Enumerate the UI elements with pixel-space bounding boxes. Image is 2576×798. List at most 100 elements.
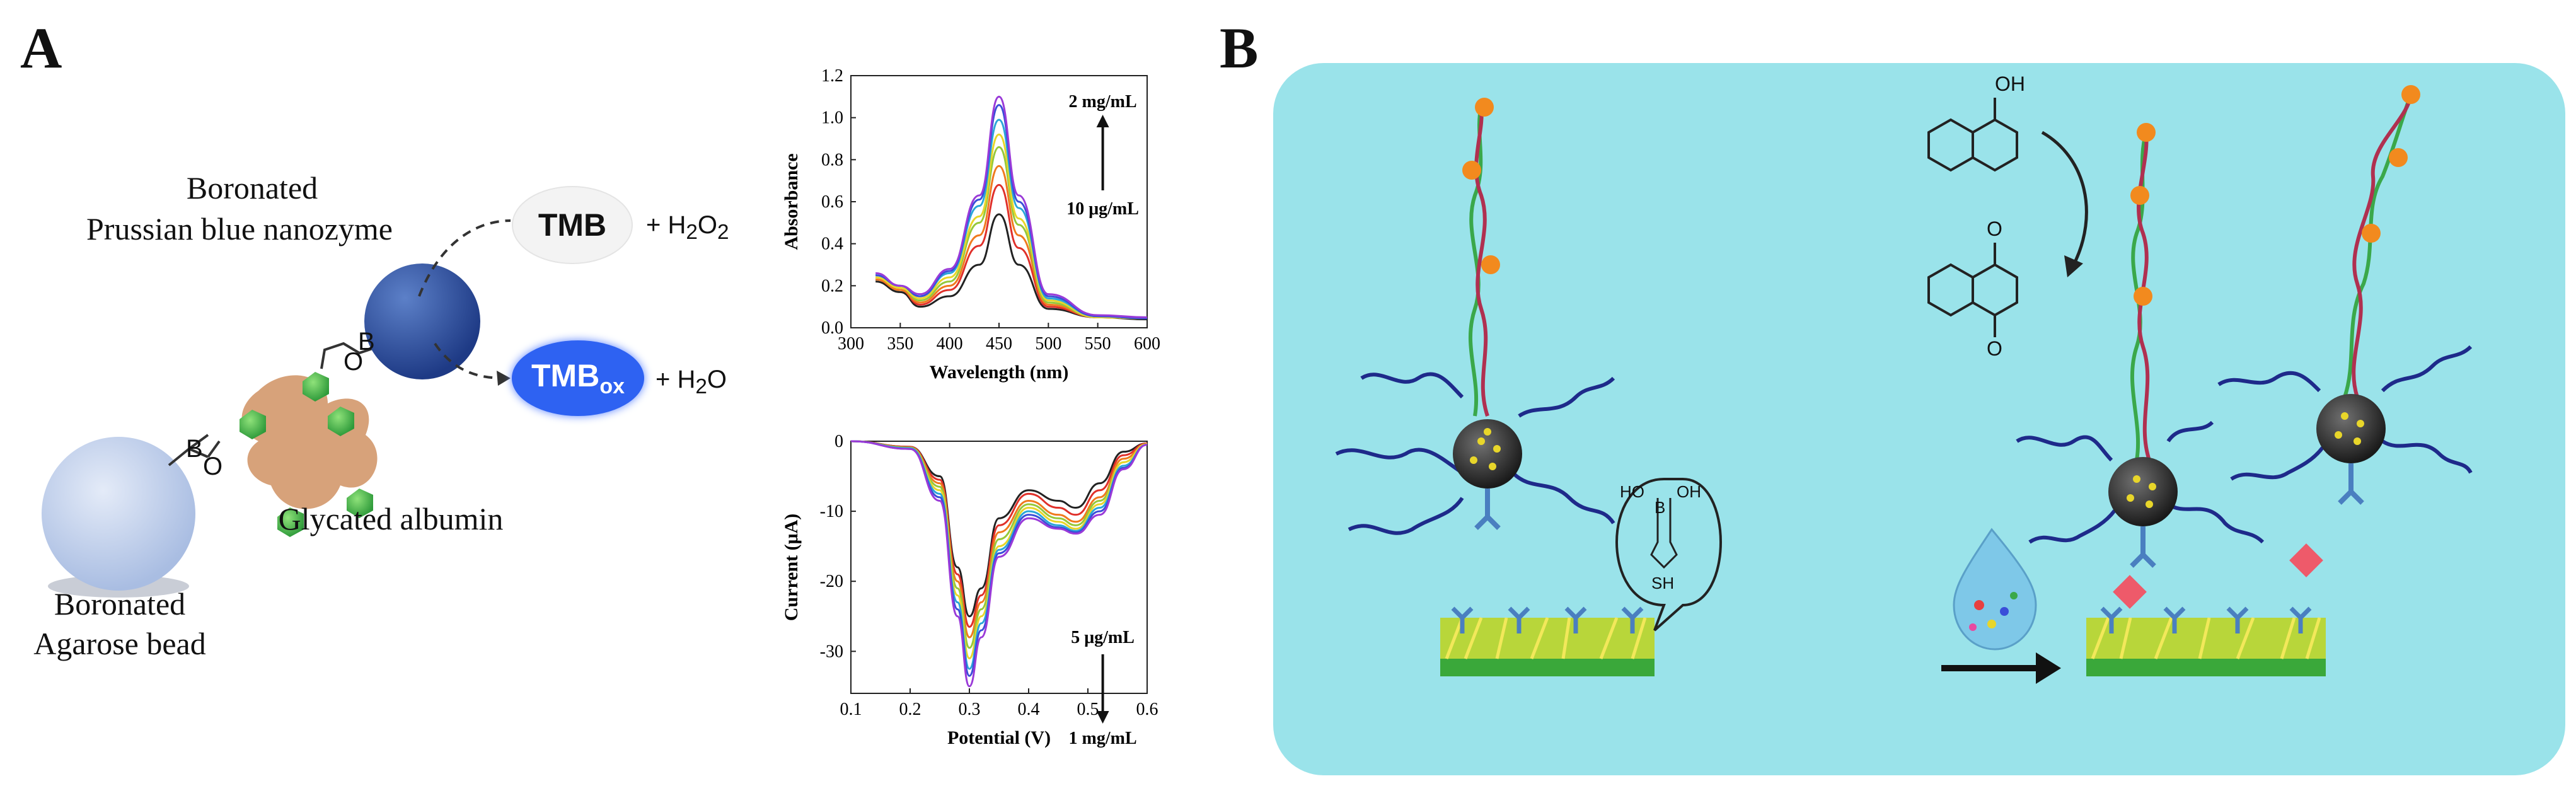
panel-b-background (1273, 63, 2565, 775)
y-tick-label: 1.2 (821, 66, 843, 86)
x-tick-label: 0.3 (959, 700, 981, 719)
arrow-down-icon (1096, 711, 1109, 724)
panel-label-b: B (1220, 16, 1259, 80)
probe-right-a (2016, 123, 2265, 568)
x-tick-label: 350 (887, 334, 913, 354)
tmb-ox-oval: TMBox (512, 340, 644, 416)
boronate-b: B (186, 435, 203, 463)
y-tick-label: 0.6 (821, 192, 843, 212)
series-line (875, 95, 1148, 318)
x-axis-label: Potential (V) (947, 727, 1051, 748)
sample-droplet (1953, 528, 2037, 651)
x-tick-label: 0.2 (899, 700, 921, 719)
y-tick-label: -10 (820, 502, 843, 521)
linker-sh: SH (1651, 574, 1675, 593)
tmb-oval: TMB (512, 186, 633, 264)
x-tick-label: 450 (986, 334, 1012, 354)
y-tick-label: 0 (835, 432, 843, 451)
x-axis-label: Wavelength (nm) (930, 362, 1069, 383)
linker-structure (1650, 498, 1678, 569)
h2o-label: + H2O (656, 366, 727, 398)
annotation-top: 5 μg/mL (1071, 628, 1135, 647)
probe-right-b (2217, 85, 2473, 505)
electrode-right (2086, 617, 2326, 676)
linker-ho: HO (1620, 482, 1644, 501)
bead-label-line1: Boronated (54, 586, 186, 622)
x-tick-label: 550 (1085, 334, 1111, 354)
series-line (875, 183, 1148, 320)
y-tick-label: 0.8 (821, 150, 843, 170)
annotation-top: 2 mg/mL (1069, 92, 1137, 112)
naphthol-structure (1927, 98, 2018, 172)
y-tick-label: 0.4 (821, 234, 843, 254)
glycan-site (303, 372, 329, 402)
x-tick-label: 600 (1134, 334, 1160, 354)
arrow-up-icon (1096, 115, 1109, 127)
panel-a-schematic (42, 219, 511, 598)
oh-label: OH (1995, 72, 2025, 95)
agarose-bead (42, 437, 195, 591)
arrowhead-icon (497, 371, 511, 386)
x-tick-label: 500 (1035, 334, 1061, 354)
h2o2-label: + H2O2 (646, 211, 729, 244)
nanozyme-label-line1: Boronated (186, 170, 318, 205)
y-axis-label: Absorbance (781, 153, 802, 250)
glycan-site (328, 407, 354, 436)
electrode-left-antibodies (1451, 606, 1644, 633)
annotation-bottom: 10 μg/mL (1066, 199, 1139, 219)
y-axis-label: Current (μA) (781, 514, 802, 622)
naphthoquinone-structure (1927, 243, 2018, 337)
x-tick-label: 0.4 (1018, 700, 1040, 719)
linker-b: B (1655, 498, 1666, 517)
linker-oh: OH (1677, 482, 1701, 501)
series-line (850, 440, 1148, 649)
y-tick-label: 1.0 (821, 108, 843, 128)
boronate-o-top: O (344, 348, 364, 376)
series-line (850, 440, 1148, 688)
series-line (850, 440, 1148, 618)
x-tick-label: 0.5 (1077, 700, 1099, 719)
y-tick-label: 0.0 (821, 318, 843, 338)
tmb-ox-label: TMBox (531, 358, 625, 398)
panel-b-diagram (1273, 63, 2565, 775)
boronate-o: O (203, 453, 223, 480)
series-line (850, 440, 1148, 628)
x-tick-label: 0.6 (1136, 700, 1158, 719)
bead-boronate-bond (168, 434, 221, 466)
series-line (875, 104, 1148, 320)
oxidation-arrowhead-icon (2064, 255, 2083, 277)
series-line (875, 133, 1148, 320)
prussian-blue-nanozyme (364, 263, 480, 379)
series-line (875, 146, 1148, 320)
bead-label-line2: Agarose bead (33, 626, 206, 661)
absorbance-chart: 300 350 400 450 500 550 600 0.0 0.2 0.4 0.6 0.8 1.0 1… (781, 66, 1160, 383)
plot-frame (850, 441, 1148, 694)
tmb-label: TMB (538, 207, 607, 243)
electrode-right-antibodies (2100, 606, 2312, 633)
process-arrowhead-icon (2036, 652, 2061, 684)
glycan-site (347, 489, 373, 518)
annotation-bottom: 1 mg/mL (1069, 729, 1137, 748)
ketone-o-bottom: O (1987, 337, 2002, 360)
nanozyme-boronate-bond (320, 342, 379, 369)
albumin-label: Glycated albumin (278, 501, 504, 536)
boronate-b-top: B (358, 328, 375, 356)
nanozyme-label-line2: Prussian blue nanozyme (86, 211, 393, 246)
oxidation-arrow (2041, 130, 2088, 266)
y-tick-label: -30 (820, 642, 843, 661)
reaction-arrow-in (418, 219, 511, 297)
y-tick-label: -20 (820, 572, 843, 591)
y-tick-label: 0.2 (821, 276, 843, 296)
linker-bubble (1615, 478, 1722, 632)
electrode-left (1440, 617, 1655, 676)
x-tick-label: 300 (838, 334, 864, 354)
panel-label-a: A (20, 16, 62, 80)
ketone-o-top: O (1987, 217, 2002, 240)
x-tick-label: 0.1 (840, 700, 862, 719)
glycan-site (277, 507, 304, 537)
x-tick-label: 400 (937, 334, 963, 354)
glycan-site (240, 410, 266, 439)
probe-left (1335, 98, 1615, 535)
